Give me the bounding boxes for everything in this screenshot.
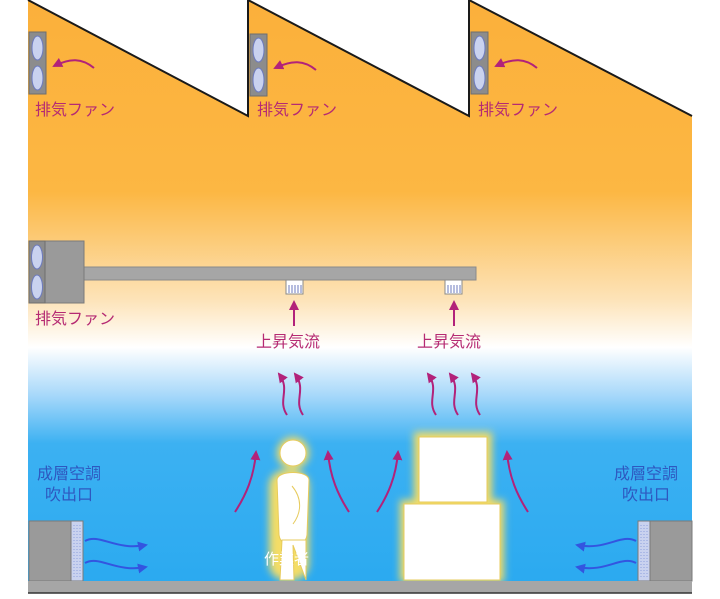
label-exhaust-fan-roof-2: 排気ファン	[257, 100, 338, 119]
label-heat-equipment: 発熱機器	[414, 550, 479, 569]
duct-inlet-grille-1	[285, 279, 304, 295]
supply-arrows-right	[575, 537, 637, 574]
exhaust-arrow-1	[52, 57, 95, 69]
stratified-ac-outlet-left	[28, 520, 84, 582]
label-updraft-2: 上昇気流	[417, 332, 482, 351]
label-stratified-ac-right: 成層空調 吹出口	[601, 464, 691, 506]
label-worker: 作業者	[264, 550, 310, 568]
label-stratified-ac-left-line1: 成層空調	[36, 464, 101, 483]
floor	[28, 581, 692, 593]
label-updraft-1: 上昇気流	[256, 332, 321, 351]
label-stratified-ac-right-line1: 成層空調	[613, 464, 678, 483]
roof-exhaust-fan-3	[470, 31, 489, 95]
supply-arrows-left	[84, 537, 148, 574]
roof-outline	[27, 0, 693, 118]
label-stratified-ac-left-line2: 吹出口	[44, 484, 93, 504]
updraft-arrows-worker	[277, 372, 304, 416]
duct-exhaust-fan	[28, 240, 85, 304]
updraft-arrows-equipment	[426, 372, 481, 416]
label-exhaust-fan-duct: 排気ファン	[35, 309, 116, 328]
heat-equipment-figure	[400, 432, 504, 582]
exhaust-arrow-2	[273, 60, 317, 71]
exhaust-duct	[83, 266, 477, 281]
label-exhaust-fan-roof-3: 排気ファン	[478, 100, 559, 119]
building-section	[28, 0, 692, 582]
label-stratified-ac-left: 成層空調 吹出口	[24, 464, 114, 506]
stratified-ac-outlet-right	[637, 520, 693, 582]
duct-inlet-grille-2	[444, 279, 463, 295]
exhaust-arrow-3	[494, 58, 538, 69]
roof-exhaust-fan-1	[28, 31, 47, 95]
label-exhaust-fan-roof-1: 排気ファン	[35, 100, 116, 119]
rising-arrows-worker	[234, 450, 350, 513]
rising-arrows-equipment	[376, 450, 529, 513]
worker-figure	[269, 437, 310, 581]
label-stratified-ac-right-line2: 吹出口	[621, 484, 670, 504]
roof-exhaust-fan-2	[249, 33, 268, 97]
